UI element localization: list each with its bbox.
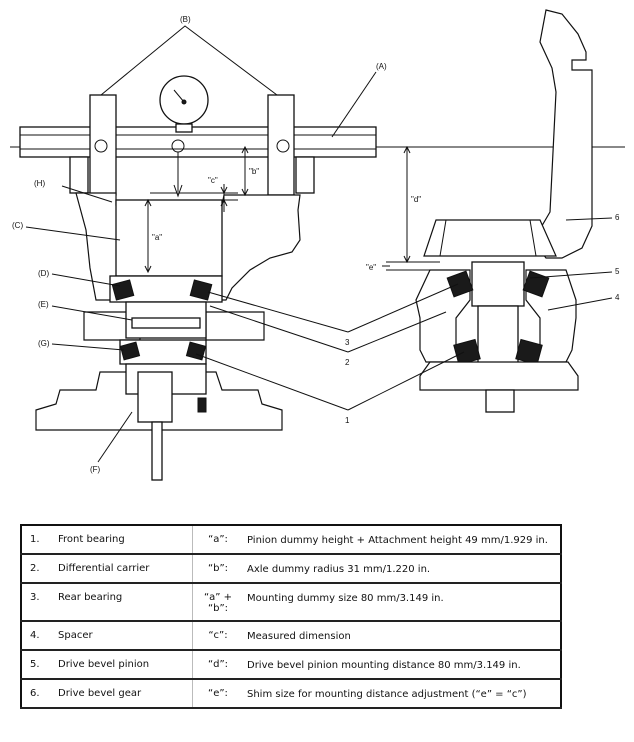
legend-desc: Pinion dummy height + Attachment height …: [243, 525, 561, 555]
legend-row: 6. Drive bevel gear “e”: Shim size for m…: [21, 679, 561, 709]
label-A: (A): [376, 62, 387, 71]
drive-bevel-gear: [535, 9, 593, 259]
legend-num: 2.: [21, 554, 54, 584]
legend-name: Drive bevel gear: [54, 679, 193, 709]
legend-row: 3. Rear bearing “a” + “b”: Mounting dumm…: [21, 583, 561, 622]
legend-sym: “d”:: [192, 650, 243, 680]
drive-bevel-pinion: [471, 261, 525, 307]
dim-b-label: "b": [249, 167, 259, 176]
legend-sym: “b”:: [192, 554, 243, 584]
label-5: 5: [615, 267, 620, 276]
legend-name: Differential carrier: [54, 554, 193, 584]
legend-sym: “a”:: [192, 525, 243, 555]
legend-row: 2. Differential carrier “b”: Axle dummy …: [21, 554, 561, 584]
legend-desc: Shim size for mounting distance adjustme…: [243, 679, 561, 709]
right-clamp: [267, 94, 295, 196]
legend-row: 1. Front bearing “a”: Pinion dummy heigh…: [21, 525, 561, 555]
label-C: (C): [12, 221, 23, 230]
legend-sym: “a” + “b”:: [192, 583, 243, 622]
legend-num: 3.: [21, 583, 54, 622]
legend-desc: Drive bevel pinion mounting distance 80 …: [243, 650, 561, 680]
legend-name: Spacer: [54, 621, 193, 651]
legend-desc: Axle dummy radius 31 mm/1.220 in.: [243, 554, 561, 584]
label-6: 6: [615, 213, 620, 222]
label-2: 2: [345, 358, 350, 367]
label-E: (E): [38, 300, 49, 309]
attachment-bar: [19, 126, 377, 158]
dim-c-label: "c": [208, 176, 218, 185]
shaft: [137, 371, 173, 423]
legend-name: Drive bevel pinion: [54, 650, 193, 680]
dim-d-label: "d": [411, 195, 421, 204]
label-F: (F): [90, 465, 101, 474]
label-D: (D): [38, 269, 49, 278]
legend-name: Rear bearing: [54, 583, 193, 622]
legend-sym: “e”:: [192, 679, 243, 709]
label-G: (G): [38, 339, 50, 348]
legend-row: 5. Drive bevel pinion “d”: Drive bevel p…: [21, 650, 561, 680]
legend-num: 1.: [21, 525, 54, 555]
left-clamp: [89, 94, 117, 196]
label-3: 3: [345, 338, 350, 347]
legend-num: 6.: [21, 679, 54, 709]
legend-desc: Measured dimension: [243, 621, 561, 651]
legend-name: Front bearing: [54, 525, 193, 555]
dim-a-label: "a": [152, 233, 162, 242]
label-H: (H): [34, 179, 45, 188]
legend-num: 5.: [21, 650, 54, 680]
legend-num: 4.: [21, 621, 54, 651]
label-1: 1: [345, 416, 350, 425]
legend-sym: “c”:: [192, 621, 243, 651]
legend-row: 4. Spacer “c”: Measured dimension: [21, 621, 561, 651]
measurement-diagram: "a" "b" "c" "d" "e" (B): [10, 9, 625, 481]
legend-desc: Mounting dummy size 80 mm/3.149 in.: [243, 583, 561, 622]
label-B: (B): [180, 15, 191, 24]
dim-e-label: "e": [366, 263, 376, 272]
pinion-dummy: [115, 199, 223, 277]
label-4: 4: [615, 293, 620, 302]
legend-table: 1. Front bearing “a”: Pinion dummy heigh…: [20, 524, 562, 709]
